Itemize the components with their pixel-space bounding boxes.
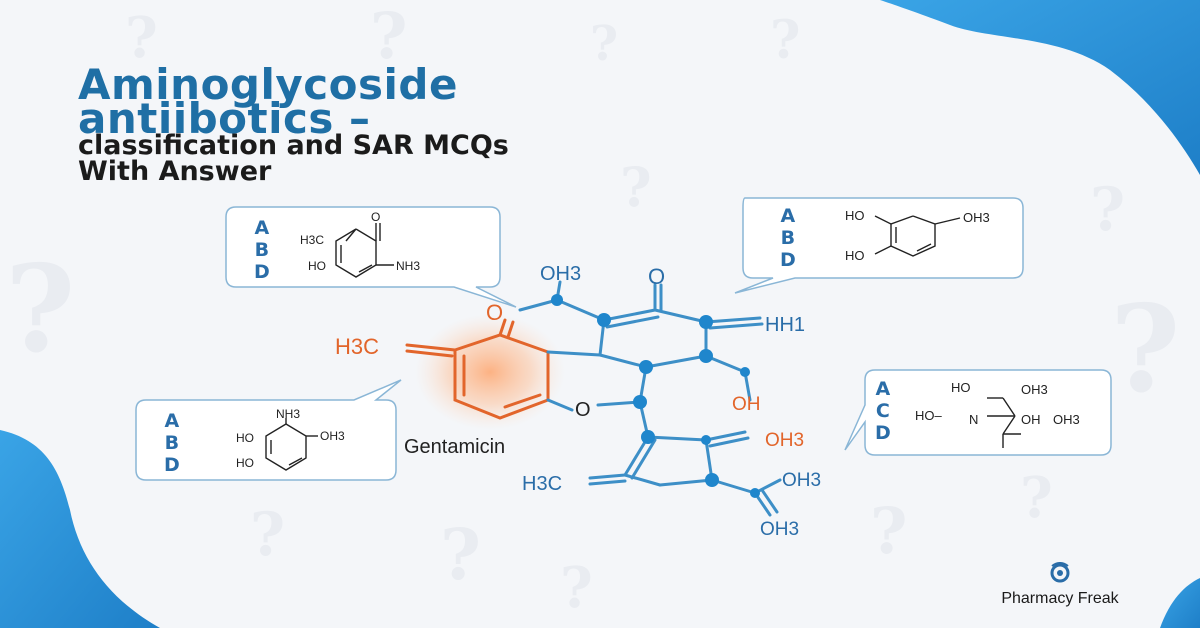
label-oh3-top: OH3 <box>540 263 581 285</box>
chem-label: NH3 <box>276 407 300 421</box>
chem-label: OH3 <box>1053 412 1080 427</box>
callout-top-left: H3C O HO NH3 A B D <box>225 206 517 322</box>
option-letter: A <box>254 217 270 239</box>
title-line-3: classification and SAR MCQs <box>78 130 509 161</box>
label-o-ring: O <box>486 300 503 325</box>
option-letter: B <box>780 227 796 249</box>
answer-options: A B D <box>780 205 796 271</box>
mini-structure-labels: HO OH3 HO– N OH OH3 <box>915 380 1080 427</box>
background-question-mark: ? <box>1090 175 1126 245</box>
background-question-mark: ? <box>770 10 801 71</box>
background-question-mark: ? <box>1110 279 1181 420</box>
background-question-mark: ? <box>250 500 286 570</box>
callout-bubble: HO OH3 HO <box>734 197 1024 294</box>
option-letter: D <box>164 454 180 476</box>
chem-label: HO– <box>915 408 943 423</box>
label-oh3-right: OH3 <box>782 470 821 491</box>
background-question-mark: ? <box>590 16 619 72</box>
chem-label: OH3 <box>1021 382 1048 397</box>
callout-bubble: NH3 HO OH3 HO <box>135 379 402 481</box>
label-oh-orange: OH <box>732 394 761 415</box>
label-oh3-orange: OH3 <box>765 430 804 451</box>
chem-label: N <box>969 412 978 427</box>
chem-label: O <box>371 210 380 224</box>
callout-bubble: H3C O HO NH3 <box>225 206 517 308</box>
background-question-mark: ? <box>440 513 482 596</box>
callout-right: HO OH3 HO– N OH OH3 A C D <box>825 350 1115 465</box>
answer-options: A C D <box>875 378 891 444</box>
callout-bottom-left: NH3 HO OH3 HO A B D <box>135 379 421 485</box>
chem-label: OH <box>1021 412 1041 427</box>
label-hh1: HH1 <box>765 314 805 336</box>
pharmacy-freak-logo-icon <box>1050 562 1070 583</box>
chem-label: H3C <box>300 233 324 247</box>
title-line-4: With Answer <box>78 156 272 187</box>
molecule-labels: OH3 O HH1 H3C O O OH OH3 H3C OH3 OH3 <box>335 263 821 540</box>
option-letter: A <box>875 378 891 400</box>
label-oh3-bottom: OH3 <box>760 519 799 540</box>
bottom-right-blob <box>1160 578 1200 628</box>
option-letter: B <box>164 432 180 454</box>
option-letter: D <box>254 261 270 283</box>
bottom-left-blob <box>0 430 160 628</box>
top-right-blob <box>880 0 1200 175</box>
title-line-1: Aminoglycoside <box>78 60 458 109</box>
title-line-2: antiibotics – <box>78 94 371 143</box>
mini-structure <box>874 215 961 257</box>
chem-label: OH3 <box>320 429 345 443</box>
callout-bubble: HO OH3 HO– N OH OH3 <box>844 369 1112 456</box>
answer-options: A B D <box>164 410 180 476</box>
mini-structure <box>335 223 394 278</box>
brand-name: Pharmacy Freak <box>1001 590 1119 607</box>
chem-label: NH3 <box>396 259 420 273</box>
chem-label: HO <box>236 456 254 470</box>
background-question-mark: ? <box>620 155 652 219</box>
callout-top-right: HO OH3 HO A B D <box>734 197 1035 298</box>
chem-label: OH3 <box>963 210 990 225</box>
background-question-mark: ? <box>125 5 158 71</box>
label-o-top: O <box>648 264 665 289</box>
mini-structure-labels: H3C O HO NH3 <box>300 210 420 273</box>
molecule-name: Gentamicin <box>404 436 506 458</box>
label-o-link: O <box>575 399 591 421</box>
chem-label: HO <box>308 259 326 273</box>
mini-structure-labels: HO OH3 HO <box>845 208 990 263</box>
label-h3c-left: H3C <box>335 334 379 359</box>
answer-options: A B D <box>254 217 270 283</box>
mini-structure <box>987 397 1021 448</box>
option-letter: B <box>254 239 270 261</box>
option-letter: A <box>164 410 180 432</box>
option-letter: C <box>875 400 890 422</box>
background-question-mark: ? <box>870 494 908 569</box>
background-question-mark: ? <box>560 555 593 621</box>
chem-label: HO <box>236 431 254 445</box>
mini-structure-labels: NH3 HO OH3 HO <box>236 407 345 470</box>
chem-label: HO <box>845 208 865 223</box>
background-question-mark: ? <box>1020 465 1053 531</box>
highlight-glow <box>415 314 565 430</box>
background-question-mark: ? <box>370 0 408 74</box>
chem-label: HO <box>845 248 865 263</box>
option-letter: D <box>780 249 796 271</box>
label-h3c-bottom: H3C <box>522 473 562 495</box>
blue-bonds <box>518 280 782 517</box>
chem-label: HO <box>951 380 971 395</box>
option-letter: A <box>780 205 796 227</box>
background-question-mark: ? <box>5 239 76 380</box>
mini-structure <box>265 418 318 471</box>
atom-nodes <box>551 294 760 498</box>
brand: Pharmacy Freak <box>955 562 1165 608</box>
option-letter: D <box>875 422 891 444</box>
